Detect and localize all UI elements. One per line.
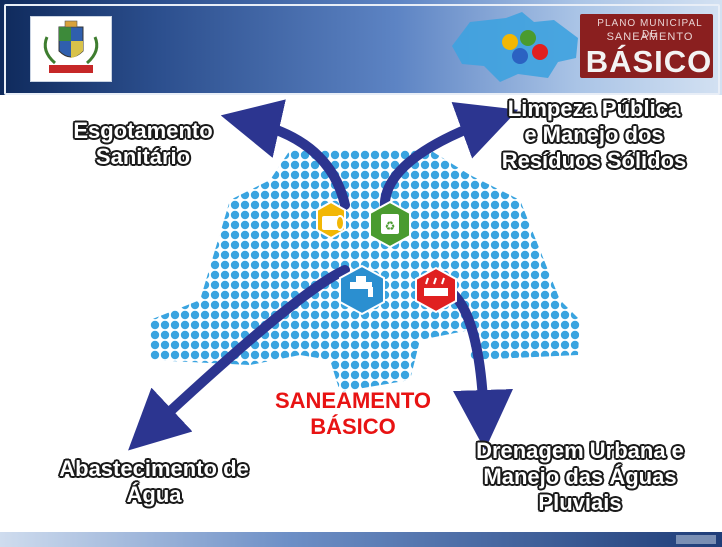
- label-line: Sanitário: [95, 144, 191, 169]
- logo-band: [580, 14, 713, 78]
- label-esgotamento-sanitario: Esgotamento Sanitário: [48, 118, 238, 170]
- label-line: Manejo das Águas: [483, 464, 677, 489]
- label-line: Pluviais: [538, 490, 622, 515]
- footer-bar: [0, 532, 722, 547]
- label-abastecimento-agua: Abastecimento de Água: [26, 456, 282, 508]
- logo-subtitle: PLANO MUNICIPAL DE: [597, 18, 703, 40]
- arrow-esgotamento: [220, 99, 350, 210]
- arrow-limpeza: [379, 102, 519, 215]
- label-line: Resíduos Sólidos: [501, 148, 687, 173]
- pmsb-logo: [448, 8, 710, 84]
- logo-saneamento: SANEAMENTO: [606, 31, 694, 43]
- recycle-icon: ♻: [369, 200, 411, 249]
- center-title: SANEAMENTO BÁSICO: [248, 388, 458, 440]
- center-title-line2: BÁSICO: [310, 414, 396, 439]
- logo-basico: BÁSICO: [585, 44, 713, 79]
- header-frame: [4, 4, 720, 95]
- municipal-crest-icon: [30, 16, 112, 82]
- center-title-line1: SANEAMENTO: [274, 388, 432, 413]
- footer-watermark: [676, 535, 716, 544]
- label-line: Abastecimento de: [59, 456, 249, 481]
- label-drenagem-urbana: Drenagem Urbana e Manejo das Águas Pluvi…: [438, 438, 722, 516]
- arrow-abastecimento: [128, 265, 350, 451]
- svg-text:♻: ♻: [385, 219, 396, 233]
- label-line: Esgotamento: [73, 118, 213, 143]
- label-limpeza-publica: Limpeza Pública e Manejo dos Resíduos Só…: [466, 96, 722, 174]
- pipe-icon: [316, 200, 346, 240]
- rain-icon: [415, 266, 457, 314]
- label-line: Limpeza Pública: [507, 96, 681, 121]
- label-line: Água: [126, 482, 182, 507]
- label-line: Drenagem Urbana e: [476, 438, 684, 463]
- faucet-icon: [339, 264, 385, 316]
- label-line: e Manejo dos: [524, 122, 664, 147]
